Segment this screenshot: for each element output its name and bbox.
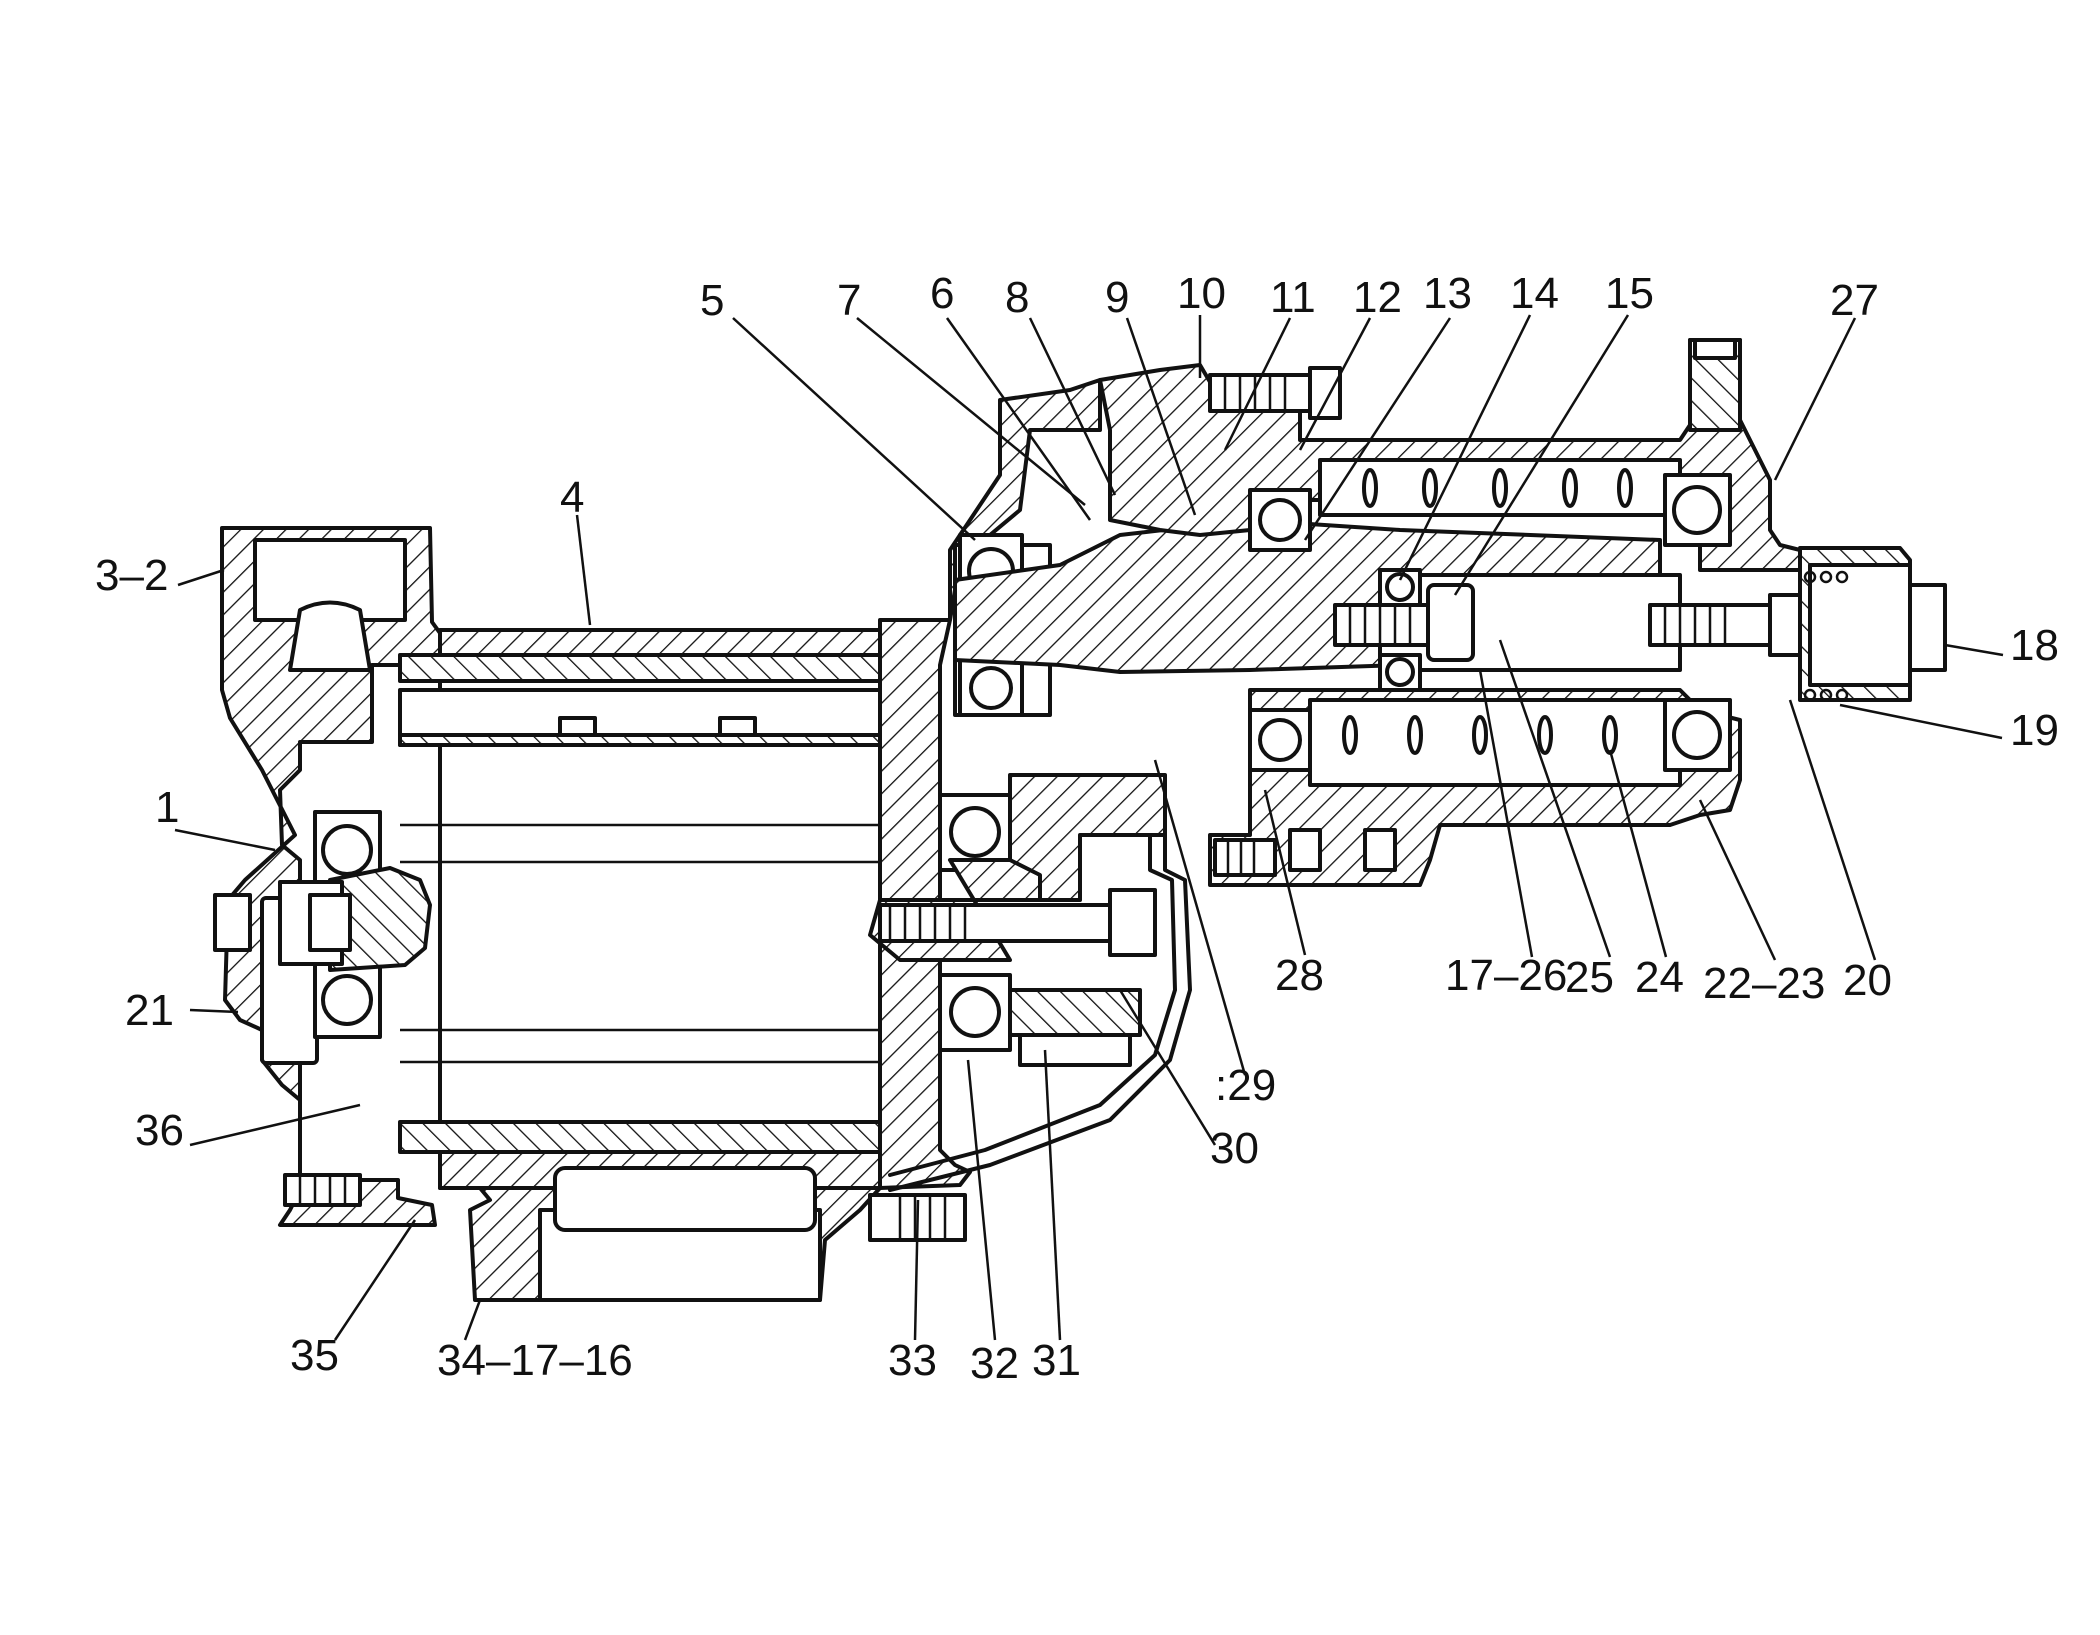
label-12: 12 [1353, 273, 1402, 322]
label-31: 31 [1032, 1336, 1081, 1385]
spring-top [1362, 468, 1633, 508]
label-15: 15 [1605, 269, 1654, 318]
left-top-boss [253, 538, 407, 622]
label-32: 32 [970, 1339, 1019, 1388]
left-shaft-end [328, 866, 432, 972]
small-bearing-top [1378, 568, 1422, 607]
mechanism-drawing [213, 338, 1947, 1302]
label-27: 27 [1830, 276, 1879, 325]
label-14: 14 [1510, 269, 1559, 318]
shaft-bolt-left [1333, 603, 1432, 647]
label-8: 8 [1005, 273, 1029, 322]
shaft-pin [1426, 583, 1475, 662]
callout-labels: 5 7 6 8 9 10 11 12 13 14 15 27 4 3–2 18 … [95, 269, 2059, 1388]
output-nut [1908, 583, 1947, 672]
label-11: 11 [1270, 273, 1316, 322]
label-22-23: 22–23 [1703, 959, 1825, 1008]
label-3-2: 3–2 [95, 551, 168, 600]
spring-bottom [1342, 715, 1618, 755]
label-24: 24 [1635, 953, 1684, 1002]
left-bottom-screw [283, 1173, 362, 1207]
right-bearing-bottom [1663, 698, 1732, 772]
label-7: 7 [837, 276, 861, 325]
label-4: 4 [560, 473, 584, 522]
small-bearing-bottom [1378, 653, 1422, 692]
label-33: 33 [888, 1336, 937, 1385]
clutch-hub [1008, 988, 1142, 1037]
label-30: 30 [1210, 1124, 1259, 1173]
label-10: 10 [1177, 269, 1226, 318]
inner-bearing-top [1248, 488, 1312, 552]
inner-bearing-bottom [1248, 708, 1312, 772]
mid-bearing-mid [958, 658, 1024, 717]
label-25: 25 [1565, 953, 1614, 1002]
mid-bearing-bottom [938, 973, 1012, 1052]
long-bolt [878, 888, 1157, 957]
label-34-17-16: 34–17–16 [437, 1336, 633, 1385]
label-9: 9 [1105, 273, 1129, 322]
label-21: 21 [125, 986, 174, 1035]
label-20: 20 [1843, 956, 1892, 1005]
leader-lines [174, 314, 2004, 1341]
label-19: 19 [2010, 706, 2059, 755]
top-screw [1208, 366, 1342, 420]
right-bearing-top [1663, 473, 1732, 547]
output-coils [1803, 570, 1849, 702]
label-36: 36 [135, 1106, 184, 1155]
outer-shell [888, 833, 1192, 1192]
label-28: 28 [1275, 951, 1324, 1000]
label-13: 13 [1423, 269, 1472, 318]
label-6: 6 [930, 269, 954, 318]
label-5: 5 [700, 276, 724, 325]
label-35: 35 [290, 1331, 339, 1380]
label-1: 1 [155, 783, 179, 832]
label-18: 18 [2010, 621, 2059, 670]
label-29: :29 [1215, 1061, 1276, 1110]
left-bearing-bottom [313, 960, 382, 1039]
lower-right-screws [1213, 828, 1397, 877]
label-17-26: 17–26 [1445, 951, 1567, 1000]
